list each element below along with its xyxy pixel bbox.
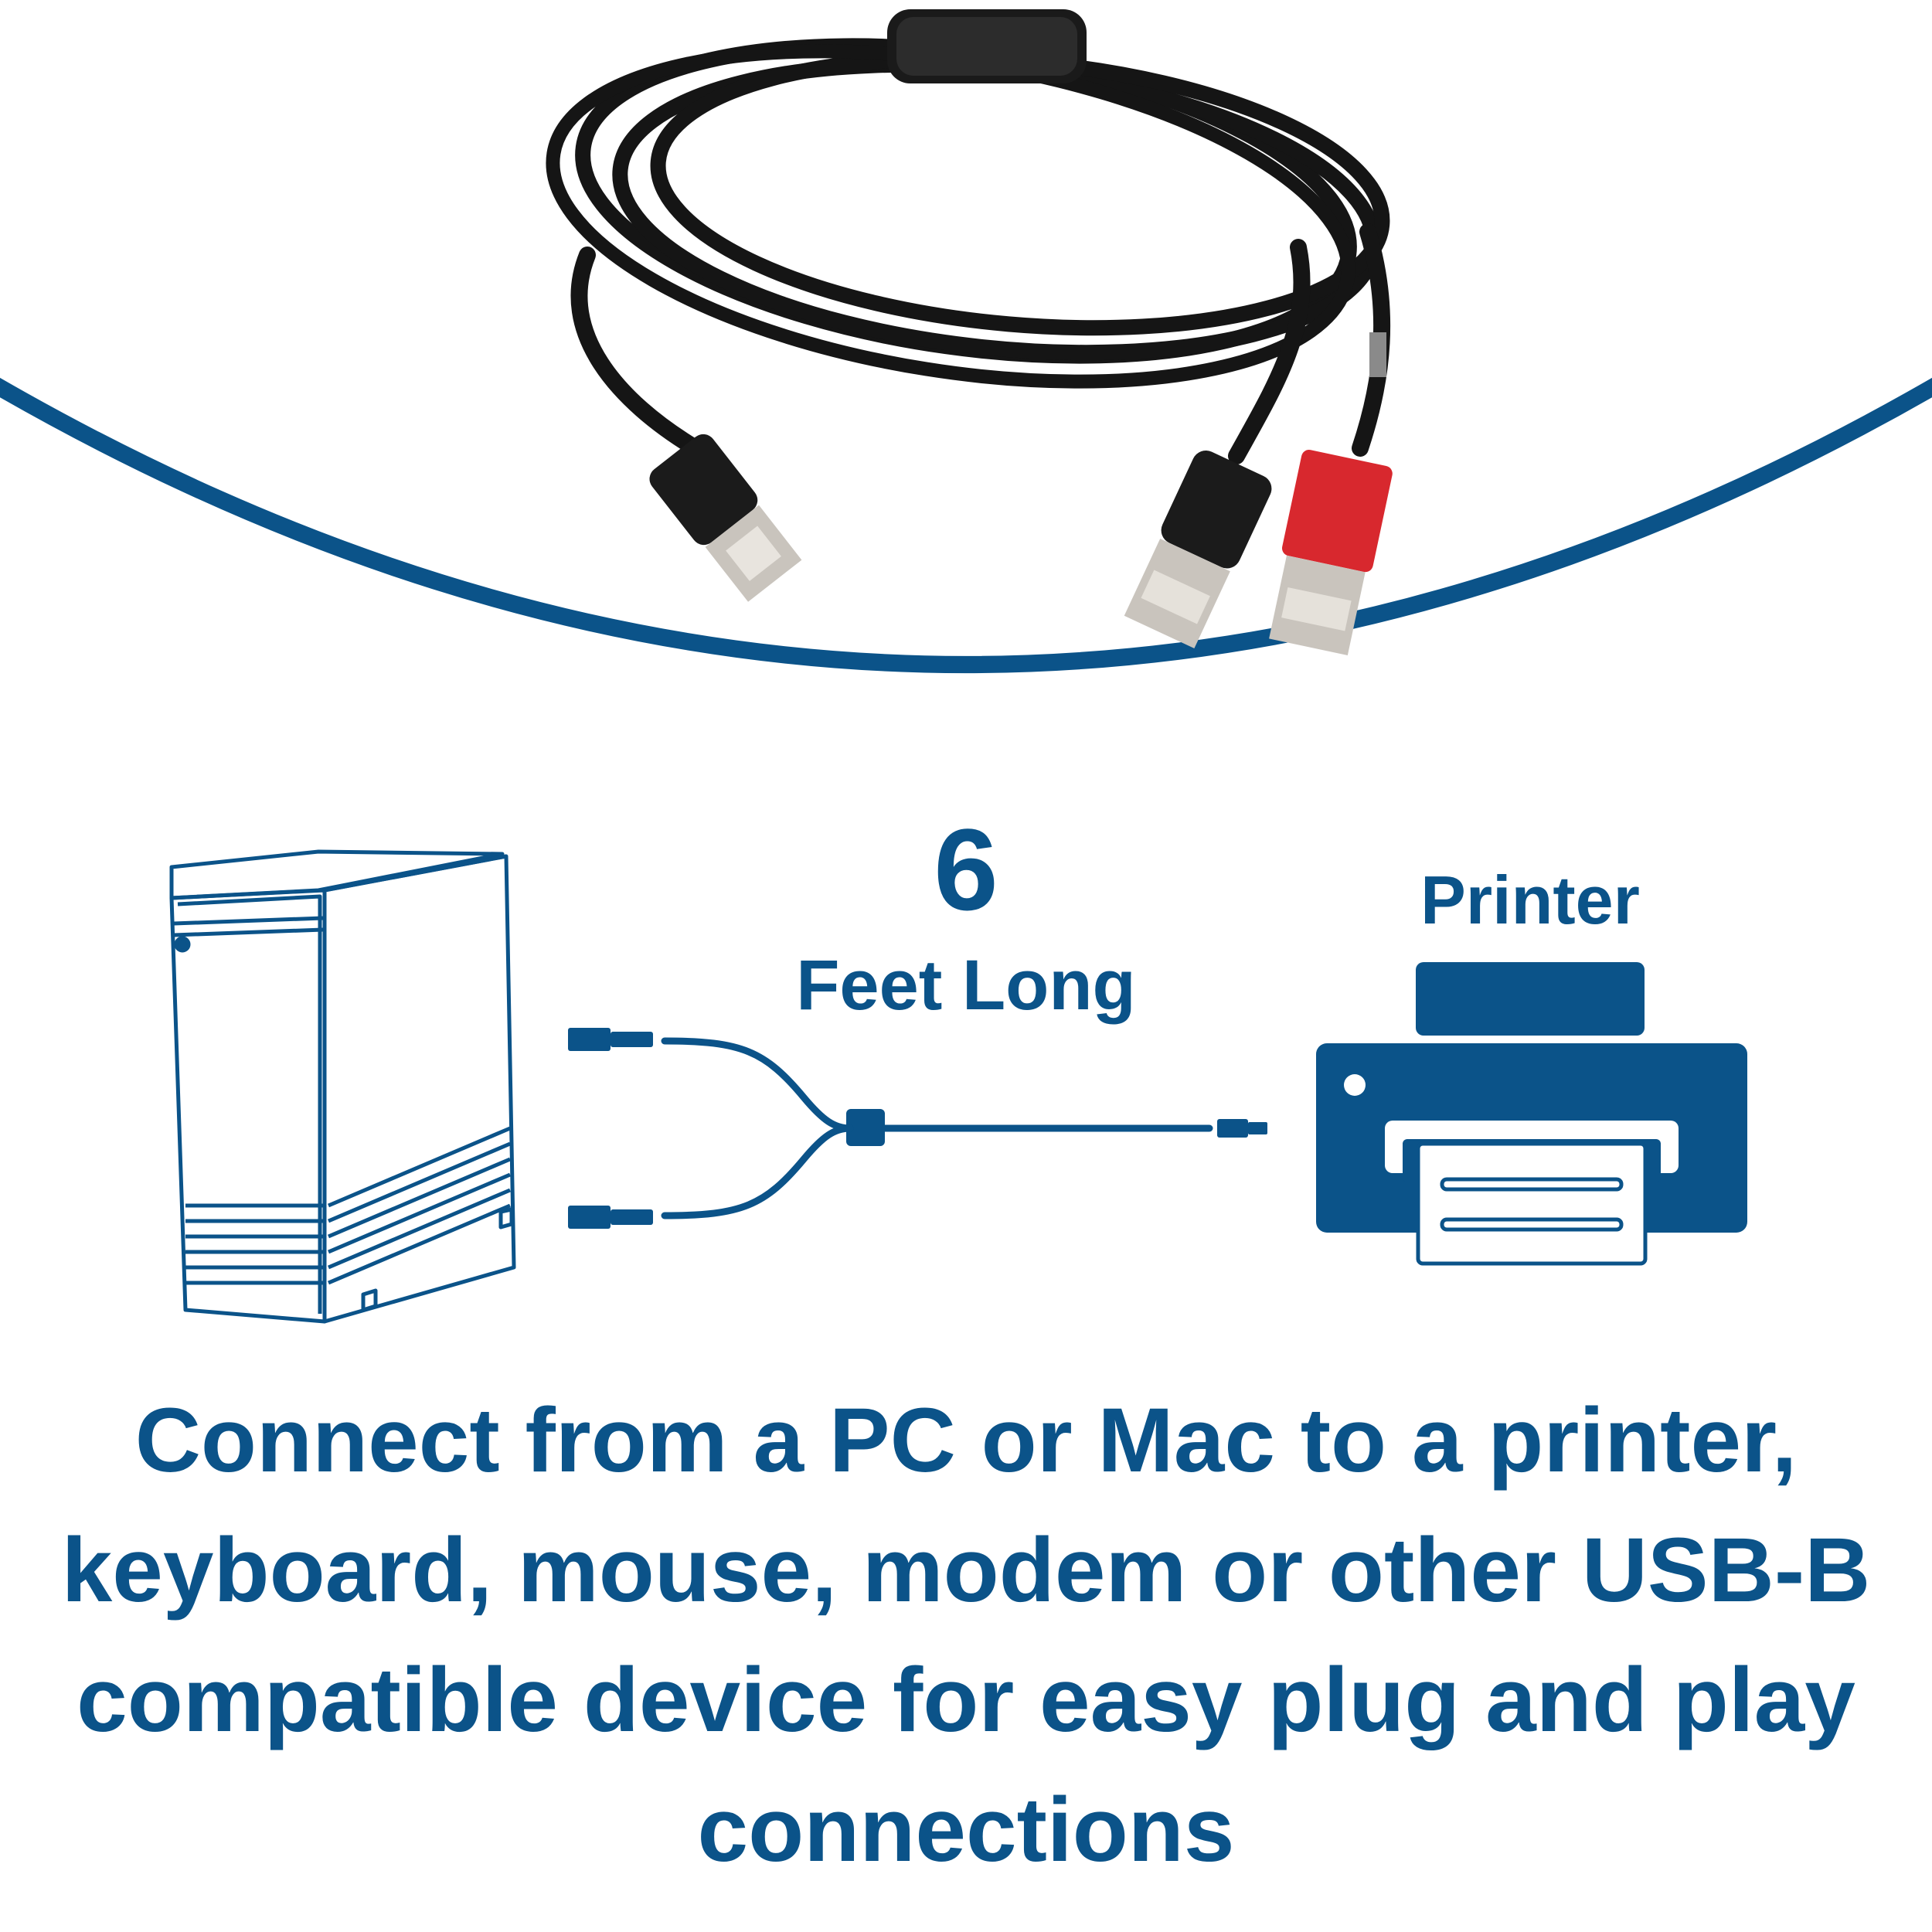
tower-pc-icon bbox=[169, 849, 516, 1324]
printer-icon bbox=[1316, 962, 1747, 1266]
y-splitter-cable-icon bbox=[568, 1028, 1267, 1229]
caption-text: Connect from a PC or Mac to a printer, k… bbox=[61, 1389, 1871, 1881]
length-number: 6 bbox=[934, 804, 998, 934]
decorative-arc bbox=[0, 377, 1932, 673]
printer-label: Printer bbox=[1420, 862, 1640, 938]
length-unit-label: Feet Long bbox=[796, 946, 1136, 1025]
usb-y-cable-photo bbox=[546, 9, 1393, 655]
